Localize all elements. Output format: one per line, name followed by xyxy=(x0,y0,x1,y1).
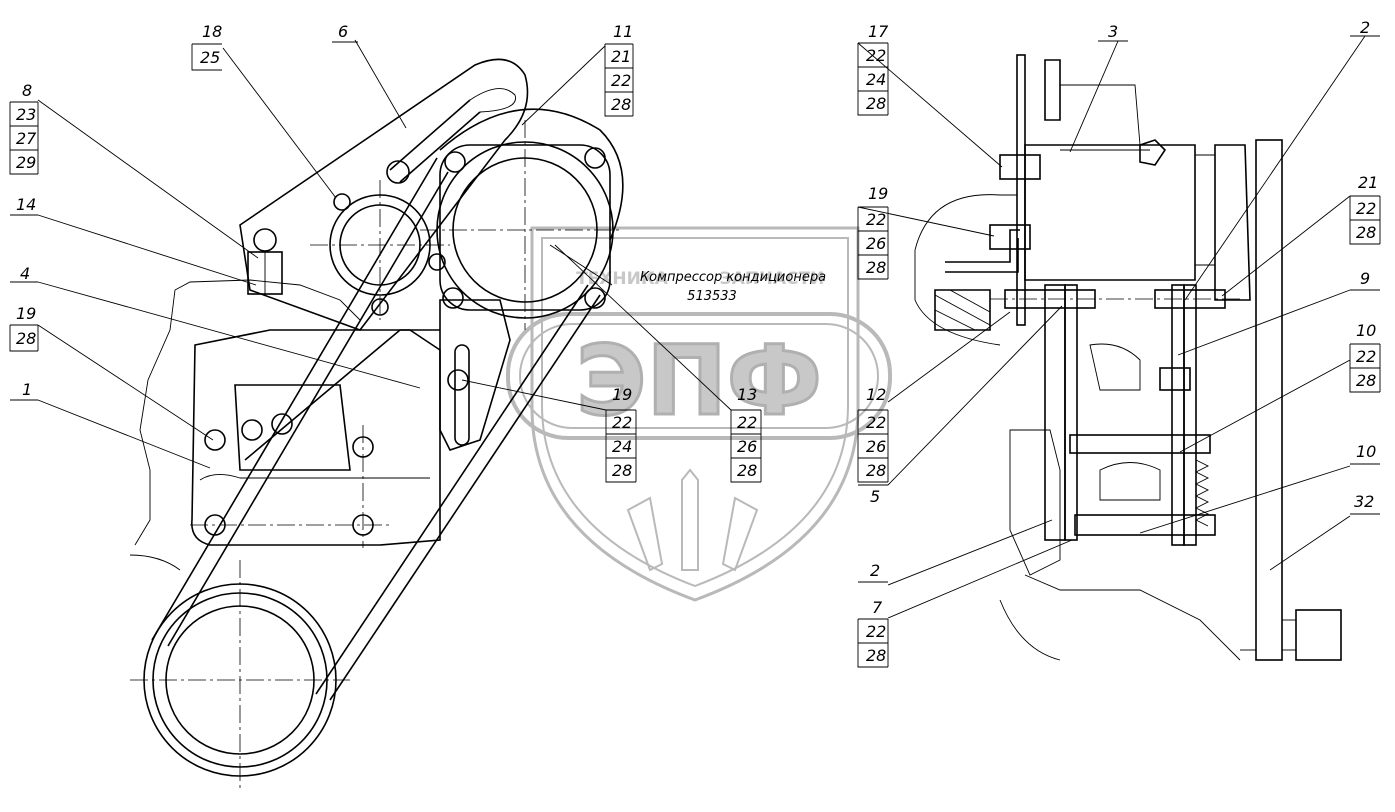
crankshaft-pulley xyxy=(130,560,350,790)
callout-5-number: 5 xyxy=(870,487,880,506)
callout-32: 32 xyxy=(1350,492,1380,515)
callout-5: 5 xyxy=(858,484,888,506)
callout-17-ref-3: 28 xyxy=(866,94,886,113)
callout-19-right-ref-2: 26 xyxy=(866,234,886,253)
callout-19-left-number: 19 xyxy=(16,304,36,323)
compressor-pulley xyxy=(420,120,620,330)
callout-13-ref-3: 28 xyxy=(737,461,757,480)
callout-10-lower: 10 xyxy=(1350,442,1380,465)
callout-10-upper-ref-2: 28 xyxy=(1356,371,1376,390)
caption-number: 513533 xyxy=(687,289,737,304)
callout-9: 9 xyxy=(1350,269,1380,291)
callout-10-upper-ref-1: 22 xyxy=(1356,347,1376,366)
callout-17-ref-1: 22 xyxy=(866,46,886,65)
callout-19-center-ref-1: 22 xyxy=(612,413,632,432)
callout-19-center-number: 19 xyxy=(612,385,632,404)
callout-4-number: 4 xyxy=(20,264,30,283)
front-view xyxy=(129,58,624,790)
callout-8-ref-1: 23 xyxy=(16,105,36,124)
callout-10-upper-number: 10 xyxy=(1356,321,1376,340)
callout-2-bottom: 2 xyxy=(858,561,888,583)
callout-7-ref-2: 28 xyxy=(866,646,886,665)
callout-17-number: 17 xyxy=(868,22,889,41)
bolt-heads xyxy=(190,147,606,548)
callout-13-ref-1: 22 xyxy=(737,413,757,432)
callout-19-right-ref-3: 28 xyxy=(866,258,886,277)
callout-19-left-ref-1: 28 xyxy=(16,329,36,348)
callout-19-right: 19 22 26 28 xyxy=(857,184,889,280)
callout-8-ref-2: 27 xyxy=(16,129,37,148)
bracket-1 xyxy=(191,329,441,546)
callout-10-upper: 10 22 28 xyxy=(1349,321,1381,393)
callout-14-number: 14 xyxy=(16,195,36,214)
callout-11-ref-3: 28 xyxy=(611,95,631,114)
caption-name: Компрессор кондиционера xyxy=(640,270,826,285)
callout-13-ref-2: 26 xyxy=(737,437,757,456)
callout-1: 1 xyxy=(10,380,38,401)
callout-8-number: 8 xyxy=(22,81,32,100)
callout-12-number: 12 xyxy=(866,385,886,404)
callout-2-bottom-number: 2 xyxy=(870,561,880,580)
callout-3: 3 xyxy=(1098,22,1128,42)
callout-11-ref-1: 21 xyxy=(611,47,631,66)
callout-19-center-ref-2: 24 xyxy=(612,437,632,456)
callout-18-number: 18 xyxy=(202,22,222,41)
watermark: ЭПФ ТЕХНИКА ЗАПЧАСТИ xyxy=(506,226,892,602)
tensioner-arm-6 xyxy=(239,58,529,331)
slotted-plate-4 xyxy=(244,299,511,461)
leader-lines xyxy=(37,35,1366,619)
callout-21-ref-1: 22 xyxy=(1356,199,1376,218)
callout-19-center: 19 22 24 28 xyxy=(605,385,637,483)
callout-7: 7 22 28 xyxy=(857,598,889,668)
callout-19-center-ref-3: 28 xyxy=(612,461,632,480)
callout-9-number: 9 xyxy=(1360,269,1370,288)
callout-18: 18 25 xyxy=(191,22,222,71)
callout-2-top-number: 2 xyxy=(1360,18,1370,37)
callout-12-ref-3: 28 xyxy=(866,461,886,480)
side-bolts xyxy=(989,154,1240,536)
callout-19-right-number: 19 xyxy=(868,184,888,203)
callout-18-ref-1: 25 xyxy=(200,48,220,67)
callout-17: 17 22 24 28 xyxy=(857,22,889,116)
callout-6-number: 6 xyxy=(338,22,348,41)
callout-13-number: 13 xyxy=(737,385,757,404)
side-view xyxy=(914,54,1342,661)
callout-11-ref-2: 22 xyxy=(611,71,631,90)
callout-6: 6 xyxy=(332,22,358,43)
callout-4: 4 xyxy=(10,264,38,283)
callout-19-right-ref-1: 22 xyxy=(866,210,886,229)
callout-19-left: 19 28 xyxy=(9,304,39,352)
drive-belt xyxy=(151,108,624,701)
callout-12-ref-1: 22 xyxy=(866,413,886,432)
callout-21-number: 21 xyxy=(1358,173,1378,192)
callout-21-ref-2: 28 xyxy=(1356,223,1376,242)
callout-14: 14 xyxy=(10,195,38,216)
callout-7-number: 7 xyxy=(872,598,883,617)
callout-11: 11 21 22 28 xyxy=(604,22,634,117)
callout-8: 8 23 27 29 xyxy=(9,81,39,175)
callout-7-ref-1: 22 xyxy=(866,622,886,641)
watermark-company2: ЗАПЧАСТИ xyxy=(720,269,825,289)
component-caption: Компрессор кондиционера 513533 xyxy=(640,270,826,304)
watermark-logo: ЭПФ xyxy=(576,325,822,437)
callout-1-number: 1 xyxy=(22,380,32,399)
callout-10-lower-number: 10 xyxy=(1356,442,1376,461)
idler-pulley xyxy=(310,180,450,320)
callout-13: 13 22 26 28 xyxy=(730,385,762,483)
callout-12-ref-2: 26 xyxy=(866,437,886,456)
callout-12: 12 22 26 28 xyxy=(857,385,889,483)
callout-2-top: 2 xyxy=(1350,18,1380,37)
callout-11-number: 11 xyxy=(613,22,633,41)
callout-17-ref-2: 24 xyxy=(866,70,886,89)
callout-8-ref-3: 29 xyxy=(16,153,36,172)
callout-21: 21 22 28 xyxy=(1349,173,1381,245)
watermark-company: ТЕХНИКА xyxy=(576,269,669,289)
callout-3-number: 3 xyxy=(1108,22,1118,41)
callout-32-number: 32 xyxy=(1354,492,1374,511)
